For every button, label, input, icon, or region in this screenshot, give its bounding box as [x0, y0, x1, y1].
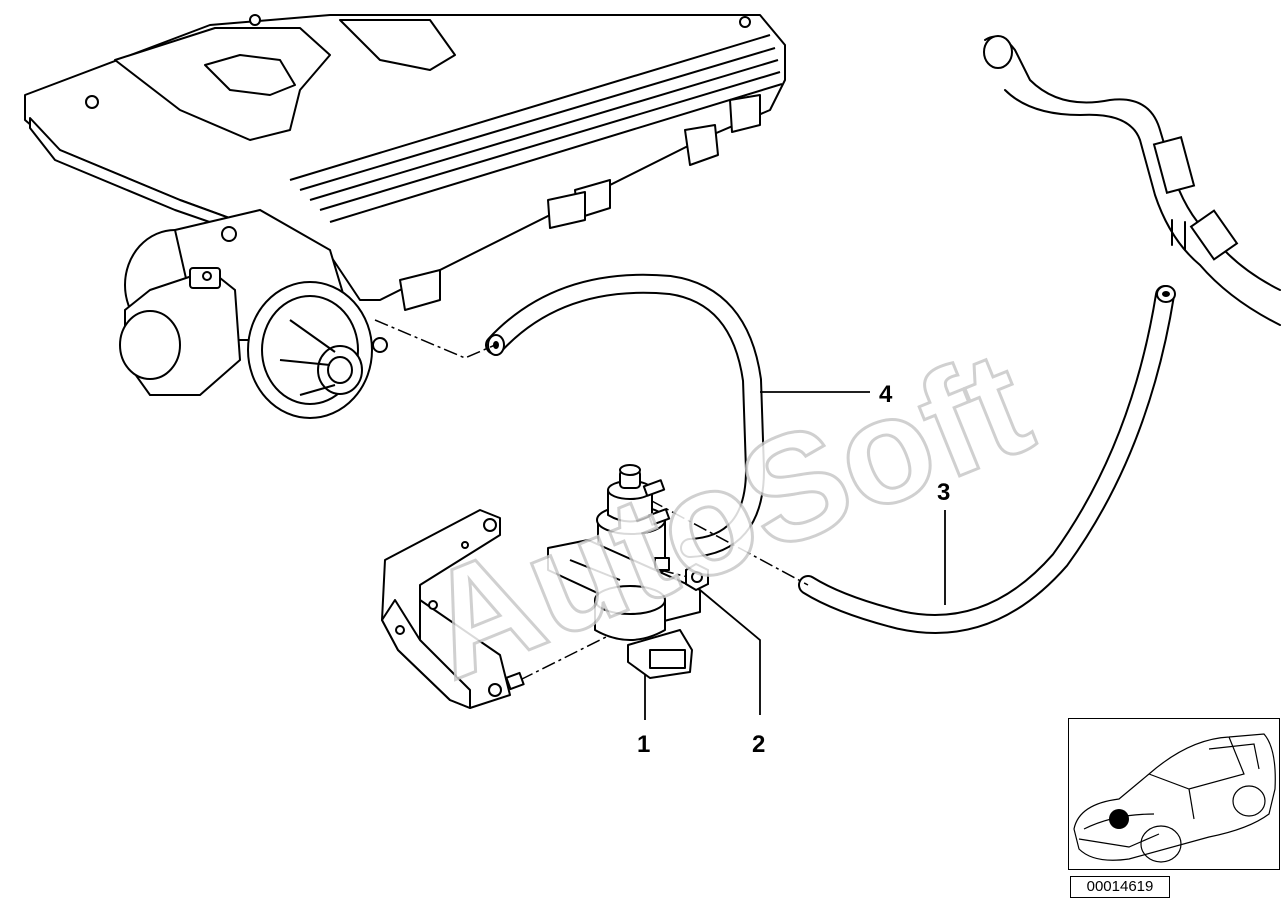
hose-part-4 [485, 273, 766, 558]
callout-1: 1 [637, 731, 650, 758]
vehicle-locator-thumbnail [1068, 718, 1280, 870]
callout-3: 3 [937, 479, 950, 506]
location-marker-icon [1109, 809, 1129, 829]
callout-4: 4 [879, 381, 893, 408]
throttle-body [119, 208, 388, 419]
hose-part-3 [798, 285, 1176, 634]
car-outline-icon [1073, 733, 1276, 863]
diagram-reference-number: 00014619 [1070, 876, 1170, 898]
nut-part-2 [685, 562, 709, 592]
callout-2: 2 [752, 731, 765, 758]
bracket [381, 509, 525, 709]
vacuum-line-assembly [983, 35, 1281, 326]
pressure-converter-part-1 [547, 464, 701, 679]
watermark: AutoSoft [401, 318, 1051, 711]
leader-lines [644, 391, 946, 720]
